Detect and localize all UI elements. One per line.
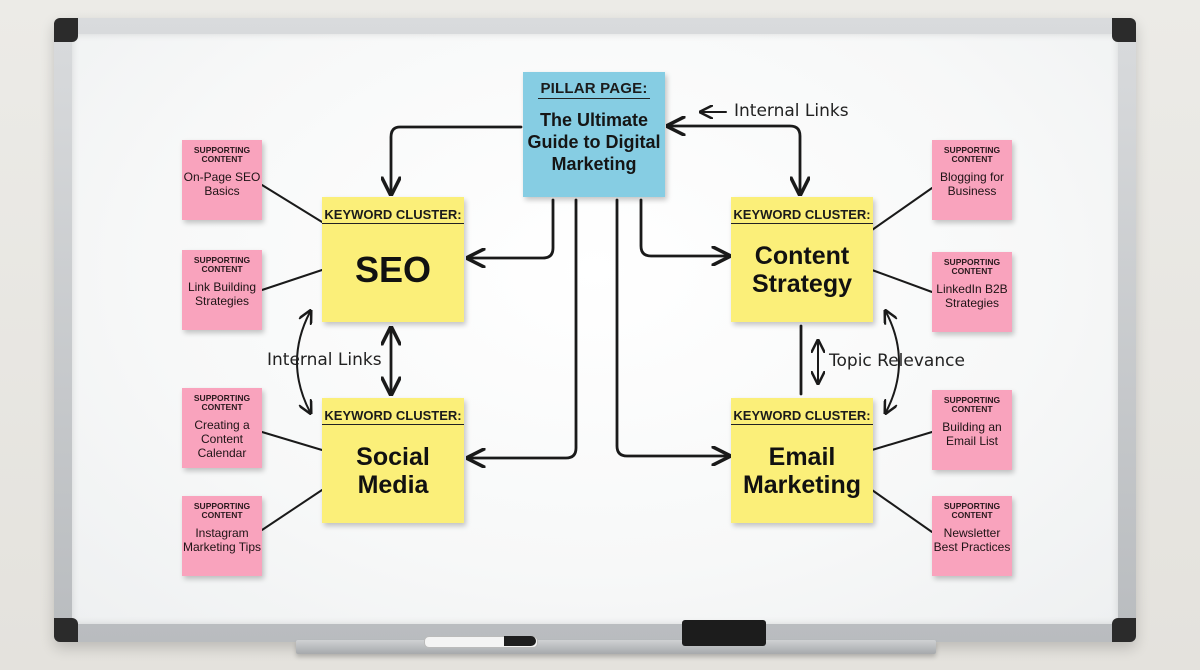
cluster-title: Content Strategy: [751, 242, 853, 298]
cluster-heading: KEYWORD CLUSTER:: [731, 408, 873, 425]
arrow-pillar-to-email: [615, 198, 727, 456]
supporting-note-on-page-seo: SUPPORTING CONTENT On-Page SEO Basics: [182, 140, 262, 220]
supporting-heading: SUPPORTING CONTENT: [193, 255, 251, 274]
supporting-heading: SUPPORTING CONTENT: [943, 501, 1001, 520]
arrow-pillar-content: [670, 126, 800, 192]
supporting-title: On-Page SEO Basics: [183, 170, 261, 198]
line-support-4: [261, 489, 323, 531]
line-support-3: [261, 431, 323, 451]
line-support-6: [871, 269, 933, 293]
line-support-1: [261, 184, 323, 223]
label-topic-relevance: Topic Relevance: [829, 351, 965, 371]
supporting-heading: SUPPORTING CONTENT: [193, 393, 251, 412]
supporting-note-content-calendar: SUPPORTING CONTENT Creating a Content Ca…: [182, 388, 262, 468]
cluster-title: Email Marketing: [742, 443, 862, 499]
pillar-heading: PILLAR PAGE:: [538, 80, 650, 99]
pillar-note: PILLAR PAGE: The Ultimate Guide to Digit…: [523, 72, 665, 197]
supporting-note-linkedin: SUPPORTING CONTENT LinkedIn B2B Strategi…: [932, 252, 1012, 332]
supporting-note-email-list: SUPPORTING CONTENT Building an Email Lis…: [932, 390, 1012, 470]
supporting-title: Newsletter Best Practices: [933, 526, 1011, 554]
supporting-heading: SUPPORTING CONTENT: [193, 501, 251, 520]
cluster-note-email-marketing: KEYWORD CLUSTER: Email Marketing: [731, 398, 873, 523]
cluster-heading: KEYWORD CLUSTER:: [731, 207, 873, 224]
cluster-note-social-media: KEYWORD CLUSTER: Social Media: [322, 398, 464, 523]
cluster-note-seo: KEYWORD CLUSTER: SEO: [322, 197, 464, 322]
arrow-pillar-to-seo: [391, 125, 523, 192]
supporting-title: Creating a Content Calendar: [194, 418, 250, 460]
cluster-title: SEO: [354, 249, 432, 290]
line-support-2: [261, 269, 323, 291]
frame-corner: [54, 18, 78, 42]
eraser-icon: [682, 620, 766, 646]
supporting-note-blogging: SUPPORTING CONTENT Blogging for Business: [932, 140, 1012, 220]
line-support-5: [871, 187, 933, 231]
arrow-pillar-to-content-mid: [639, 198, 727, 256]
arrow-internal-links-left: [296, 312, 310, 412]
cluster-note-content-strategy: KEYWORD CLUSTER: Content Strategy: [731, 197, 873, 322]
label-internal-links-top: Internal Links: [734, 101, 849, 121]
supporting-title: Link Building Strategies: [187, 280, 257, 308]
arrow-topic-relevance-right: [886, 312, 900, 412]
arrow-pillar-to-social: [470, 198, 578, 458]
pillar-title: The Ultimate Guide to Digital Marketing: [527, 110, 661, 174]
cluster-heading: KEYWORD CLUSTER:: [322, 207, 464, 224]
supporting-title: Instagram Marketing Tips: [182, 526, 262, 554]
label-internal-links-left: Internal Links: [267, 350, 382, 370]
cluster-title: Social Media: [356, 443, 430, 499]
supporting-note-link-building: SUPPORTING CONTENT Link Building Strateg…: [182, 250, 262, 330]
supporting-title: Building an Email List: [942, 420, 1002, 448]
supporting-heading: SUPPORTING CONTENT: [943, 145, 1001, 164]
supporting-note-newsletter: SUPPORTING CONTENT Newsletter Best Pract…: [932, 496, 1012, 576]
arrow-pillar-to-seo-mid: [470, 198, 555, 258]
supporting-title: Blogging for Business: [939, 170, 1005, 198]
supporting-heading: SUPPORTING CONTENT: [943, 257, 1001, 276]
frame-corner: [1112, 18, 1136, 42]
supporting-note-instagram: SUPPORTING CONTENT Instagram Marketing T…: [182, 496, 262, 576]
cluster-heading: KEYWORD CLUSTER:: [322, 408, 464, 425]
supporting-heading: SUPPORTING CONTENT: [943, 395, 1001, 414]
line-support-8: [871, 489, 933, 533]
frame-corner: [1112, 618, 1136, 642]
marker-cap-icon: [504, 636, 536, 646]
line-support-7: [871, 431, 933, 451]
supporting-heading: SUPPORTING CONTENT: [193, 145, 251, 164]
frame-corner: [54, 618, 78, 642]
supporting-title: LinkedIn B2B Strategies: [936, 282, 1008, 310]
